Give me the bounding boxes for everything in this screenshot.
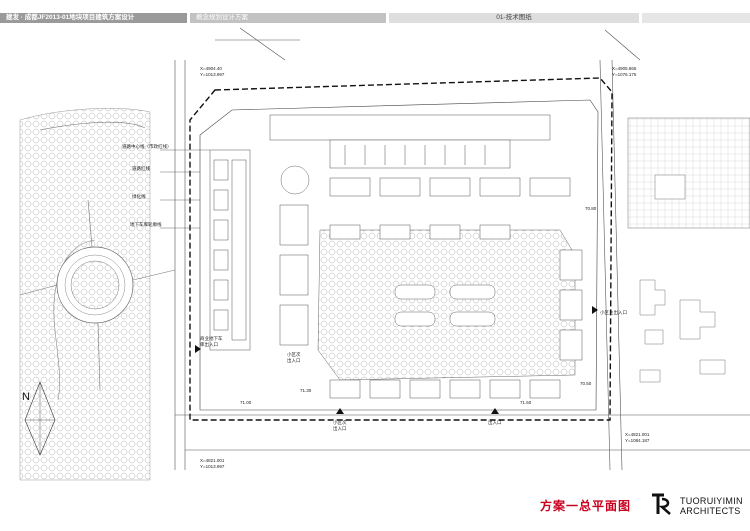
road-red-line-label: 道路红线	[132, 165, 150, 172]
brand-name-line2: ARCHITECTS	[680, 506, 741, 516]
coord-bl: X=4821.001	[200, 458, 225, 463]
header-sheet: 01-技术图纸	[389, 13, 639, 23]
coord-tr2: Y=1076.175	[612, 72, 637, 77]
drawing-title: 方案一总平面图	[540, 499, 632, 513]
small-entry-b-label: 出入口	[287, 357, 301, 364]
right-residential-blocks	[639, 279, 726, 383]
annotation-leaders	[160, 149, 210, 229]
elev-4: 70.80	[585, 206, 597, 211]
coord-br: X=4821.001	[625, 432, 650, 437]
coord-tl: X=4904.40	[200, 66, 222, 71]
roundabout	[19, 199, 176, 391]
elev-3: 71.50	[520, 400, 532, 405]
residential-towers	[279, 177, 583, 399]
biz-entry-label: 库出入口	[200, 341, 218, 348]
biz-parking-label: 商业地下车	[200, 335, 223, 342]
coord-bl2: Y=1013.997	[200, 464, 225, 469]
north-label: N	[22, 391, 30, 403]
header-project: 建发 · 成都JF2013-01地块项目建筑方案设计	[0, 13, 187, 23]
commercial-strip-north	[269, 114, 551, 169]
coord-tr: X=4905.865	[612, 66, 637, 71]
entrance-markers	[195, 306, 598, 414]
entry-b1-label: 出入口	[333, 425, 347, 432]
elev-5: 70.50	[580, 381, 592, 386]
green-line-label: 绿化线	[132, 193, 146, 200]
corner-plaza	[280, 165, 310, 195]
site-plan-drawing: N 道路中心线（市政红线） 道路红线 绿化线 地下车库轮廓线 商业地下车 库出入…	[19, 27, 750, 481]
north-arrow-icon: N	[22, 381, 56, 456]
central-courtyard	[317, 229, 576, 381]
elev-2: 71.30	[300, 388, 312, 393]
small-entry-a-label: 小区次	[287, 351, 301, 358]
red-line-inner	[199, 99, 599, 411]
plan-annotations: 道路中心线（市政红线） 道路红线 绿化线 地下车库轮廓线 商业地下车 库出入口 …	[122, 66, 650, 469]
roads	[174, 27, 750, 471]
underground-garage-label: 地下车库轮廓线	[130, 221, 162, 228]
site-boundary	[189, 77, 613, 421]
header-phase: 概念规划设计方案	[190, 13, 386, 23]
main-entry-right-label: 小区主出入口	[600, 309, 627, 316]
tr-logo-icon	[652, 493, 671, 515]
header-blank	[642, 13, 750, 23]
elev-1: 71.00	[240, 400, 252, 405]
central-pools	[394, 284, 496, 327]
road-center-label: 道路中心线（市政红线）	[122, 143, 172, 150]
commercial-strip-west	[209, 149, 251, 351]
coord-tl2: Y=1013.997	[200, 72, 225, 77]
brand-name-line1: TUORUIYIMIN	[680, 496, 743, 506]
coord-br2: Y=1084.187	[625, 438, 650, 443]
right-parking-lot	[627, 117, 750, 229]
small-entry-c-label: 小区次	[333, 419, 347, 426]
entry-b2-label: 出入口	[488, 419, 502, 426]
